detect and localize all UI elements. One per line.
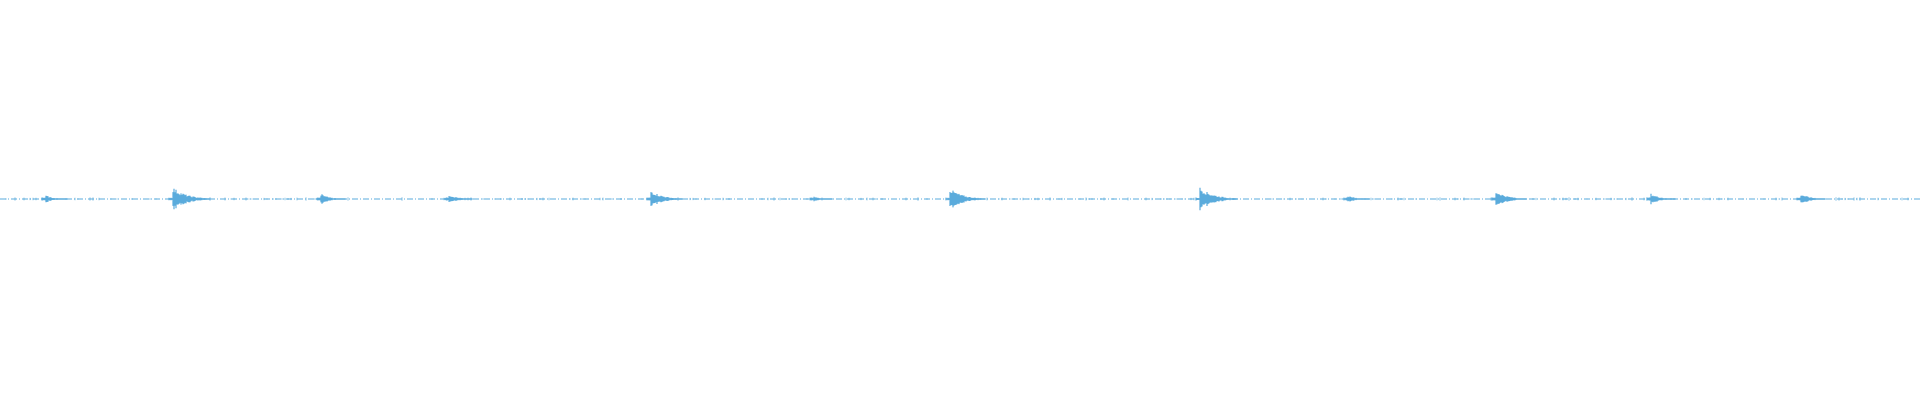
waveform-event-7 — [945, 190, 986, 208]
waveform-event-6 — [809, 196, 833, 202]
waveform-event-8 — [1195, 187, 1238, 211]
waveform-event-4 — [444, 196, 473, 202]
waveform-event-2 — [168, 188, 211, 210]
waveform-events — [41, 187, 1826, 211]
waveform-event-1 — [41, 195, 68, 203]
waveform-event-10 — [1491, 193, 1527, 205]
waveform-event-11 — [1646, 193, 1676, 205]
waveform-event-5 — [646, 192, 683, 206]
waveform-event-3 — [316, 194, 346, 204]
waveform-event-12 — [1796, 195, 1826, 203]
waveform-event-9 — [1343, 196, 1370, 202]
